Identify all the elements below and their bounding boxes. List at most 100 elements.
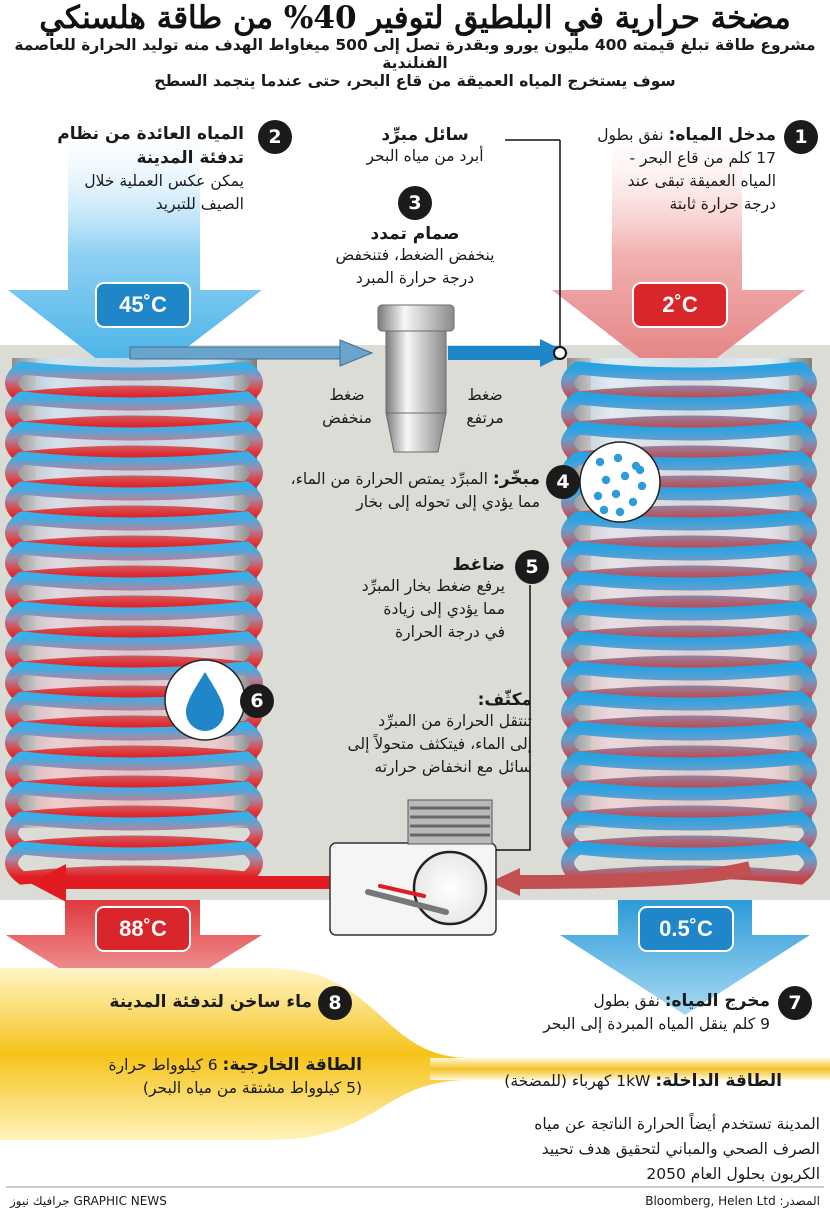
- bubble-dot: [637, 481, 647, 491]
- step-3-line-2: درجة حرارة المبرد: [355, 269, 475, 287]
- city-note-line-1: المدينة تستخدم أيضاً الحرارة الناتجة عن …: [534, 1115, 820, 1133]
- hot-water-arrow: [6, 900, 262, 1015]
- temp-cold-out: 0.5˚C: [638, 906, 734, 952]
- energy-input-label: الطاقة الداخلة:: [655, 1071, 782, 1091]
- leader-dot-coolant: [553, 346, 567, 360]
- bubble-dot: [593, 491, 603, 501]
- temp-hot-out: 88˚C: [95, 906, 191, 952]
- coolant-arrow-head-valve: [339, 339, 374, 367]
- energy-output-value: 6 كيلوواط حرارة: [108, 1056, 218, 1074]
- energy-input-text: الطاقة الداخلة: 1kW كهرباء (للمضخة): [462, 1070, 782, 1093]
- step-4-badge: 4: [546, 465, 580, 499]
- step-2-badge: 2: [258, 120, 292, 154]
- intake-water-arrow: [552, 118, 805, 388]
- step-5-line-2: مما يؤدي إلى زيادة: [383, 600, 505, 618]
- step-5-text: ضاغط يرفع ضغط بخار المبرِّد مما يؤدي إلى…: [285, 555, 505, 644]
- expansion-valve: [377, 304, 455, 453]
- evaporator-coil: [561, 361, 817, 885]
- step-1-text: مدخل المياه: نفق بطول 17 كلم من قاع البح…: [546, 124, 776, 216]
- step-3-text: صمام تمدد ينخفض الضغط، فتنخفض درجة حرارة…: [300, 224, 530, 290]
- step-4-title: مبخّر:: [492, 469, 540, 489]
- step-8-title: ماء ساخن لتدفئة المدينة: [109, 992, 312, 1012]
- coolant-pipe-bottom-right: [519, 861, 752, 889]
- high-pressure-line-1: ضغط: [467, 386, 503, 404]
- compressor: [329, 799, 497, 936]
- step-2-line-1: يمكن عكس العملية خلال: [84, 172, 244, 190]
- energy-output-text: الطاقة الخارجية: 6 كيلوواط حرارة (5 كيلو…: [30, 1054, 363, 1100]
- step-7-title: مخرج المياه:: [664, 991, 770, 1011]
- bubble-dot: [613, 453, 623, 463]
- bubble-dot: [620, 471, 630, 481]
- step-1-line-1: 17 كلم من قاع البحر -: [629, 149, 776, 167]
- step-6-line-2: إلى الماء، فيتكثف متحولاً إلى: [347, 735, 533, 753]
- cold-water-out-arrow: [560, 900, 810, 1015]
- energy-output-band: [0, 968, 830, 1140]
- step-7-line-1: 9 كلم ينقل المياه المبردة إلى البحر: [543, 1015, 770, 1033]
- low-pressure-line-1: ضغط: [329, 386, 365, 404]
- graphic-news-credit: GRAPHIC NEWS جرافيك نيوز: [10, 1194, 167, 1208]
- step-6-text: مكثّف: تنتقل الحرارة من المبرِّد إلى الم…: [282, 690, 533, 779]
- step-6-title: مكثّف:: [477, 690, 532, 710]
- droplet-icon: [164, 659, 246, 741]
- step-6-badge: 6: [240, 684, 274, 718]
- bubble-dot: [595, 457, 605, 467]
- step-1-badge: 1: [784, 120, 818, 154]
- bubble-dot: [611, 489, 621, 499]
- step-6-line-3: سائل مع انخفاض حرارته: [374, 758, 532, 776]
- high-pressure-line-2: مرتفع: [466, 409, 504, 427]
- step-5-badge: 5: [515, 550, 549, 584]
- energy-input-value: 1kW كهرباء (للمضخة): [504, 1072, 651, 1090]
- coolant-pipe-top: [448, 346, 558, 360]
- step-5-title: ضاغط: [452, 555, 505, 575]
- step-5-line-1: يرفع ضغط بخار المبرِّد: [361, 577, 505, 595]
- step-1-line-2: المياه العميقة تبقى عند: [627, 172, 776, 190]
- city-note: المدينة تستخدم أيضاً الحرارة الناتجة عن …: [490, 1112, 820, 1187]
- bubble-dot: [599, 505, 609, 515]
- energy-output-label: الطاقة الخارجية:: [222, 1055, 362, 1075]
- coolant-pipe-bottom-left: [60, 876, 340, 889]
- energy-input-band: [430, 1058, 830, 1080]
- step-6-spacer: [289, 0, 290, 1]
- coolant-desc: أبرد من مياه البحر: [366, 147, 484, 165]
- low-pressure-label: ضغط منخفض: [312, 384, 382, 430]
- subtitle-line-2: سوف يستخرج المياه العميقة من قاع البحر، …: [154, 72, 676, 90]
- step-2-text: المياه العائدة من نظام تدفئة المدينة يمك…: [4, 122, 244, 216]
- return-water-arrow: [8, 118, 262, 388]
- coolant-arrow-head-left: [30, 864, 66, 902]
- page-title: مضخة حرارية في البلطيق لتوفير 40% من طاق…: [39, 0, 791, 36]
- city-note-line-2: الصرف الصحي والمباني لتحقيق هدف تحييد: [541, 1140, 820, 1158]
- step-4-lead: المبرِّد يمتص الحرارة من الماء،: [290, 470, 488, 488]
- temp-intake: 2˚C: [632, 282, 728, 328]
- bubble-dot: [615, 507, 625, 517]
- step-4-line-1: مما يؤدي إلى تحوله إلى بخار: [356, 493, 540, 511]
- step-6-line-1: تنتقل الحرارة من المبرِّد: [378, 712, 532, 730]
- bubbles-icon: [579, 441, 661, 523]
- coolant-pipe-to-condenser: [129, 346, 351, 360]
- high-pressure-label: ضغط مرتفع: [455, 384, 515, 430]
- step-4-text: مبخّر: المبرِّد يمتص الحرارة من الماء، م…: [270, 468, 540, 514]
- coolant-title: سائل مبرِّد: [381, 125, 469, 145]
- step-7-badge: 7: [778, 986, 812, 1020]
- energy-output-note: (5 كيلوواط مشتقة من مياه البحر): [142, 1079, 362, 1097]
- source-credit: المصدر: Bloomberg, Helen Ltd: [645, 1194, 820, 1208]
- temp-return-city: 45˚C: [95, 282, 191, 328]
- step-3-title: صمام تمدد: [370, 224, 460, 244]
- subtitle-line-1: مشروع طاقة تبلغ قيمته 400 مليون يورو وبق…: [14, 36, 816, 72]
- step-2-title-line-2: تدفئة المدينة: [136, 148, 244, 168]
- step-1-line-3: درجة حرارة ثابتة: [669, 195, 776, 213]
- step-7-lead: نفق بطول: [593, 992, 660, 1010]
- coolant-arrow-head-pump: [490, 868, 520, 896]
- step-8-badge: 8: [318, 986, 352, 1020]
- bubble-dot: [601, 475, 611, 485]
- step-2-line-2: الصيف للتبريد: [155, 195, 244, 213]
- step-3-line-1: ينخفض الضغط، فتنخفض: [335, 246, 495, 264]
- coolant-label: سائل مبرِّد أبرد من مياه البحر: [340, 125, 510, 168]
- step-2-title-line-1: المياه العائدة من نظام: [57, 124, 244, 144]
- low-pressure-line-2: منخفض: [322, 409, 372, 427]
- step-5-line-3: في درجة الحرارة: [395, 623, 505, 641]
- city-note-line-3: الكربون بحلول العام 2050: [646, 1165, 820, 1183]
- bubble-dot: [635, 465, 645, 475]
- step-1-lead: نفق بطول: [597, 126, 664, 144]
- leader-line-compressor: [496, 585, 531, 851]
